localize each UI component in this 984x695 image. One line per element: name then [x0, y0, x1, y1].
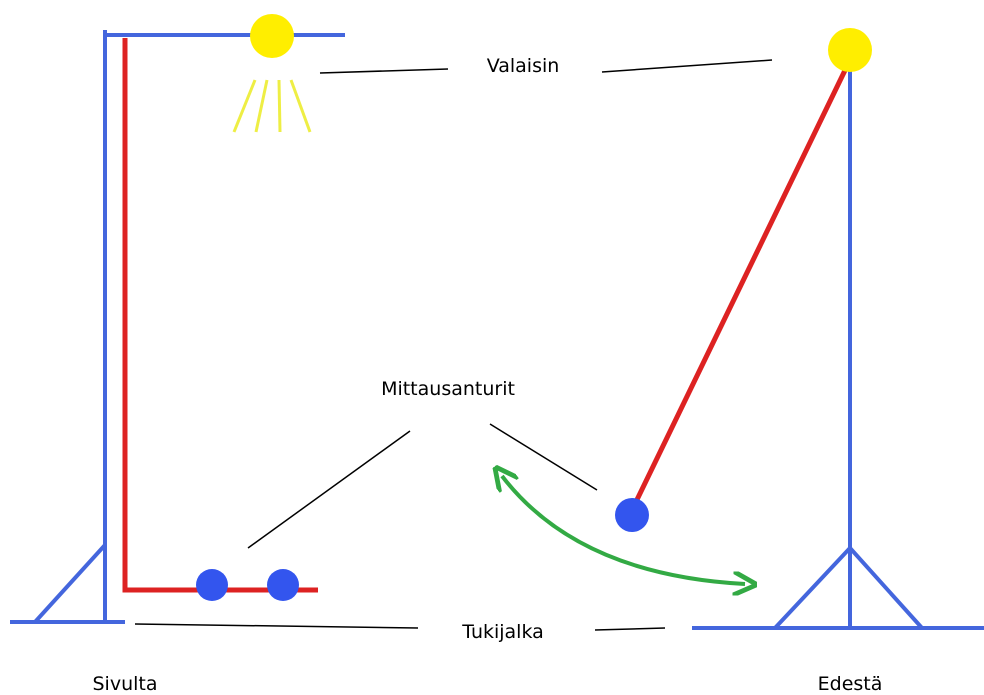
side-support-foot — [10, 543, 125, 624]
sensor-dot — [267, 569, 299, 601]
leader-lines — [134, 59, 773, 631]
front-view-label: Edestä — [818, 673, 883, 695]
sensors-label: Mittausanturit — [381, 378, 515, 400]
pendulum-sensor-dot — [615, 498, 649, 532]
front-support-foot — [692, 546, 984, 630]
stand-leader-left — [134, 623, 419, 629]
light-rays — [232, 79, 312, 133]
lamp-leader-right — [601, 59, 773, 73]
stand-leader-right — [594, 627, 666, 631]
pendulum-rod — [629, 58, 853, 512]
side-lamp-icon — [250, 14, 294, 58]
side-view-label: Sivulta — [93, 673, 158, 695]
side-view — [10, 14, 345, 624]
sensor-dot — [196, 569, 228, 601]
side-red-rod — [122, 38, 318, 593]
stand-label: Tukijalka — [461, 621, 544, 643]
swing-arrow-icon — [502, 476, 745, 584]
front-lamp-icon — [828, 28, 872, 72]
sensor-leader-left — [247, 430, 411, 549]
lamp-leader-left — [319, 68, 449, 74]
lamp-label: Valaisin — [487, 55, 560, 77]
sensor-leader-right — [489, 423, 598, 491]
front-view — [502, 28, 984, 630]
